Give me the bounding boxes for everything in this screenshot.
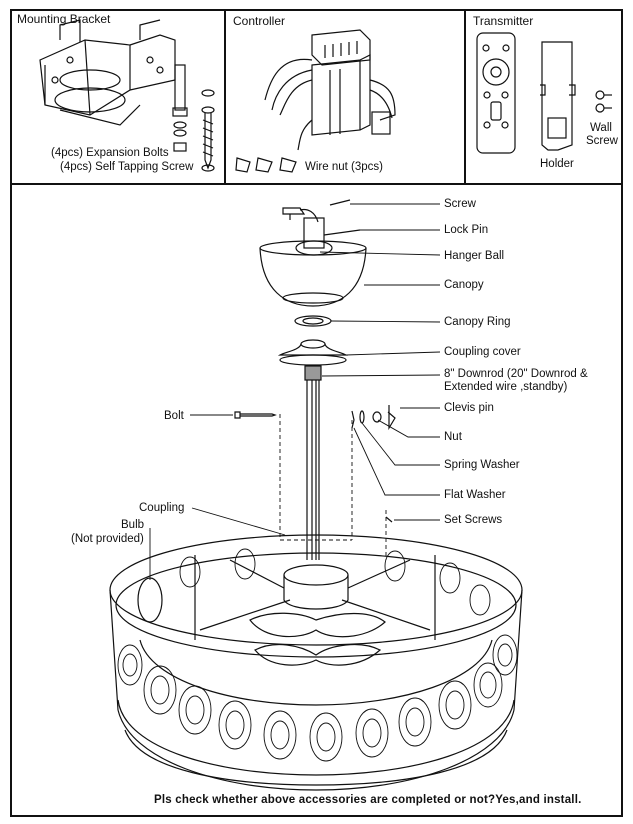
controller-drawing [264,29,396,151]
mounting-bracket-drawing [39,19,176,126]
set-screws-label: Set Screws [444,514,503,526]
controller-title: Controller [233,14,286,28]
coupling-cover-label: Coupling cover [444,346,521,358]
tapping-screw-label: (4pcs) Self Tapping Screw [60,161,194,173]
bulb-label-line2: (Not provided) [71,533,144,545]
cage-drawing [109,534,523,791]
holder-label: Holder [540,158,574,170]
canopy-label: Canopy [444,279,484,291]
transmitter-title: Transmitter [473,14,534,28]
spring-washer-label: Spring Washer [444,459,520,471]
nut-label: Nut [444,431,462,443]
footer-note: Pls check whether above accessories are … [154,794,582,806]
wall-screw-drawing [595,90,612,113]
flat-washer-label: Flat Washer [444,489,506,501]
downrod-label-line1: 8" Downrod (20" Downrod & [444,368,588,380]
coupling-cover-drawing [277,339,349,366]
leader-lines [149,203,441,580]
downrod-drawing [304,365,322,560]
canopy-ring-label: Canopy Ring [444,316,511,328]
wall-screw-label-line1: Wall [590,122,612,134]
bolt-label: Bolt [164,410,184,422]
assembly-guide-lines [279,414,387,560]
hardware-drawing [234,405,396,523]
diagram-frame [10,9,623,817]
panel-divider [10,183,623,185]
wire-nut-drawing [235,157,297,173]
expansion-bolts-label: (4pcs) Expansion Bolts [51,147,169,159]
lock-pin-label: Lock Pin [444,224,489,236]
hanger-ball-label: Hanger Ball [444,250,505,262]
canopy-ring-drawing [294,315,332,327]
tapping-screw-drawing [201,89,215,172]
canopy-drawing [259,240,367,307]
downrod-label-line2: Extended wire ,standby) [444,381,568,393]
hanger-ball-drawing [282,199,361,256]
bulb-label-line1: Bulb [121,519,145,531]
panel-divider [224,9,226,185]
wall-screw-label-line2: Screw [586,135,618,147]
holder-drawing [540,41,576,151]
panel-divider [464,9,466,185]
expansion-bolt-drawing [172,64,188,152]
clevis-pin-label: Clevis pin [444,402,494,414]
wire-nut-label: Wire nut (3pcs) [305,161,383,173]
coupling-label: Coupling [139,502,185,514]
mounting-bracket-title: Mounting Bracket [17,12,111,26]
remote-drawing [476,32,516,154]
screw-label: Screw [444,198,476,210]
